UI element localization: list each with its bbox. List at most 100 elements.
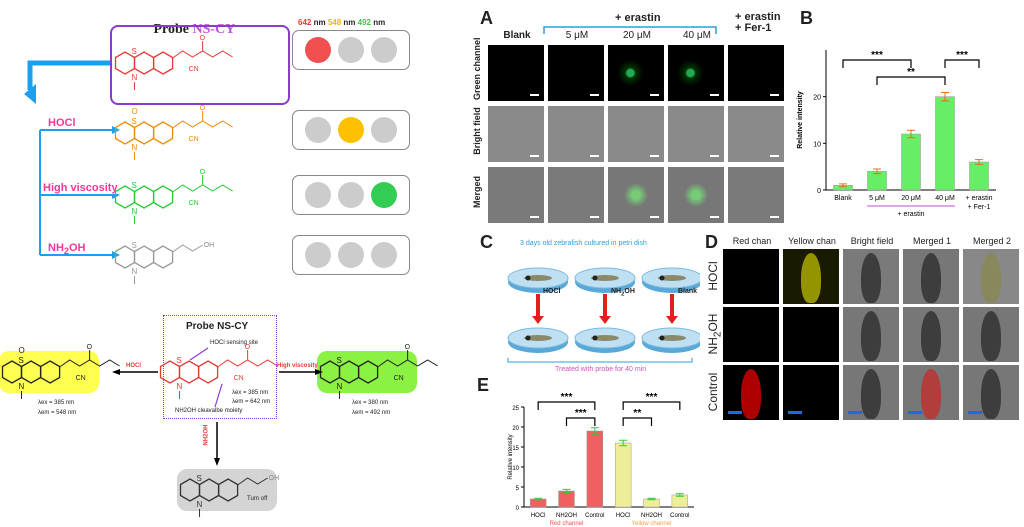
ester-chain (172, 120, 233, 129)
microscopy-image (547, 166, 605, 224)
fluorescence-image (782, 306, 840, 363)
scale-bar (650, 94, 659, 96)
x-tick-label: 5 μM (869, 195, 885, 202)
label-hocl: HOCl (48, 117, 76, 129)
zebrafish-larva (981, 311, 1001, 361)
panel-b-letter: B (800, 8, 813, 28)
indicator-light (371, 242, 398, 268)
column-header: Red chan (732, 236, 772, 246)
indicator-light (304, 37, 331, 63)
indicator-light (371, 37, 398, 63)
wl-548: 548 (327, 18, 342, 27)
indicator-light (371, 117, 398, 143)
error-bar (534, 497, 543, 501)
panel-e-letter: E (477, 375, 490, 395)
scale-bar (770, 155, 779, 157)
ester-chain (172, 50, 233, 59)
error-bar (647, 497, 656, 501)
sulfur-atom: S (132, 241, 137, 250)
pointer-arrow (214, 383, 223, 408)
significance-label: *** (956, 50, 968, 61)
y-tick-label: 0 (817, 188, 821, 195)
probe-box (110, 25, 290, 105)
scale-bar (650, 216, 659, 218)
arrow-shaft (670, 294, 674, 316)
significance-label: *** (871, 50, 883, 61)
column-header: Blank (503, 30, 531, 41)
label-high-viscosity: High viscosity (43, 182, 118, 194)
x-tick-label: NH2OH (641, 513, 662, 519)
x-tick-label: 20 μM (901, 195, 921, 202)
zebrafish (524, 335, 552, 341)
bar (586, 430, 604, 508)
x-tick-label: HOCl (531, 513, 546, 519)
ring (152, 245, 174, 269)
fluorescence-image (782, 248, 840, 305)
microscopy-image (727, 166, 785, 224)
label-nh2oh-arrow: NH2OH (203, 424, 210, 446)
sulfur-atom: S (19, 356, 24, 365)
bar (671, 494, 689, 508)
zebrafish-larva (921, 253, 941, 303)
fluorescence-image (842, 306, 900, 363)
scale-bar (770, 94, 779, 96)
row-header: HOCl (706, 261, 720, 291)
y-tick-label: 0 (516, 506, 520, 512)
sulfur-atom: S (132, 181, 137, 190)
row-header: NH2OH (706, 313, 724, 355)
arrow-head (666, 316, 678, 324)
microscopy-image (667, 166, 725, 224)
label-viscosity-arrow: High viscosity (277, 363, 318, 369)
row-header: Bright field (472, 107, 482, 155)
scale-bar (848, 411, 862, 414)
scale-bar (590, 216, 599, 218)
arrow-head (532, 316, 544, 324)
arrow-shaft (536, 294, 540, 316)
error-bar (873, 168, 881, 175)
significance-label: ** (633, 408, 641, 419)
y-tick-label: 20 (813, 95, 821, 102)
bracket (507, 358, 693, 363)
significance-bracket (565, 417, 596, 426)
sulfur-atom: S (132, 117, 137, 126)
scale-bar (788, 411, 802, 414)
wl-492: 492 (357, 18, 372, 27)
fluorescence-image (962, 364, 1020, 421)
arrow-shaft (603, 294, 607, 316)
column-header: 20 μM (623, 30, 651, 41)
significance-label: *** (561, 392, 573, 403)
oxygen-atom: O (405, 344, 411, 351)
ring (133, 121, 155, 145)
significance-bracket (622, 417, 653, 426)
zebrafish (658, 335, 686, 341)
panel-c-top-caption: 3 days old zebrafish cultured in petri d… (520, 240, 647, 247)
arrow-head (112, 369, 120, 375)
bar (969, 161, 989, 191)
significance-bracket (876, 76, 946, 85)
traffic-light-box (292, 30, 410, 70)
row-header: Merged (472, 176, 482, 209)
microscopy-image (727, 44, 785, 102)
arrow-label-blank: Blank (678, 288, 698, 295)
fluorescence-image (722, 364, 780, 421)
indicator-light (371, 182, 398, 208)
zebrafish-eye (659, 275, 665, 281)
indicator-light (304, 182, 331, 208)
fluorescence-image (902, 248, 960, 305)
error-bar (675, 493, 684, 497)
wavelength-legend: 642 nm 548 nm 492 nm (298, 18, 385, 27)
nitrogen-atom: N (337, 382, 343, 391)
scale-bar (530, 155, 539, 157)
highlight (177, 469, 277, 511)
error-bar (839, 183, 847, 188)
right-em: λem = 492 nm (352, 410, 391, 416)
highlight (317, 351, 417, 393)
zebrafish (658, 275, 686, 281)
cyano-group: CN (234, 375, 244, 382)
error-bar (619, 439, 628, 447)
